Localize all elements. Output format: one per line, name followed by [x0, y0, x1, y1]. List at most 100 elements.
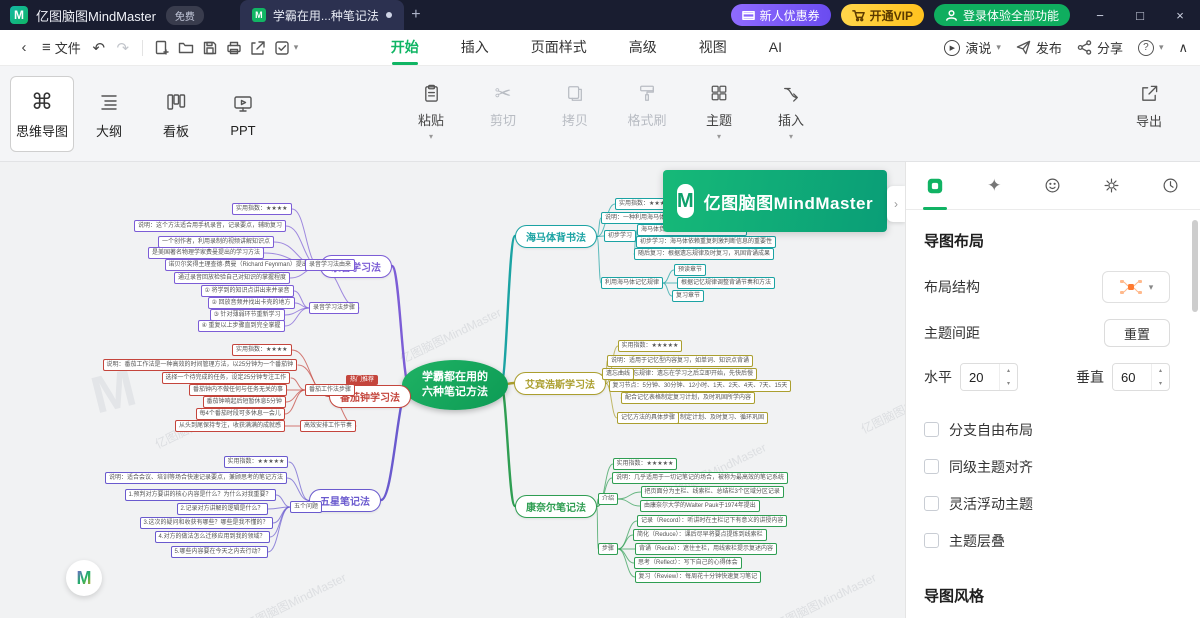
checkbox-icon: [924, 422, 939, 437]
tab-ai[interactable]: AI: [768, 38, 783, 55]
open-vip-button[interactable]: 开通VIP: [840, 4, 924, 26]
present-caret-icon: ▾: [996, 42, 1001, 52]
minimize-button[interactable]: −: [1096, 7, 1104, 23]
document-tab[interactable]: M 学霸在用...种笔记法: [239, 0, 404, 30]
back-button[interactable]: ‹: [21, 39, 27, 56]
theme-icon: [710, 80, 728, 106]
step-up-icon[interactable]: ▴: [1158, 368, 1162, 374]
step-down-icon[interactable]: ▾: [1006, 381, 1010, 387]
new-tab-button[interactable]: +: [411, 6, 421, 23]
copy-button[interactable]: 拷贝: [547, 80, 603, 161]
panel-tab-history[interactable]: [1141, 162, 1200, 210]
panel-collapse-button[interactable]: ›: [887, 186, 905, 222]
ticket-icon: [741, 10, 755, 20]
tab-start[interactable]: 开始: [370, 30, 440, 66]
ribbon: ⌘ 思维导图 大纲 看板 PPT 粘贴 ▾ ✂ 剪切: [0, 66, 1200, 162]
checkbox-icon: [924, 459, 939, 474]
print-button[interactable]: [222, 35, 246, 61]
horizontal-label: 水平: [924, 369, 952, 385]
login-button[interactable]: 登录体验全部功能: [933, 4, 1070, 26]
checkbox-branch-free-layout[interactable]: 分支自由布局: [924, 411, 1170, 448]
free-badge: 免费: [165, 5, 204, 25]
vip-label: 开通VIP: [869, 8, 913, 23]
more-tools-caret-icon[interactable]: ▾: [293, 42, 299, 52]
help-button[interactable]: ? ▾: [1137, 39, 1163, 56]
tab-view[interactable]: 视图: [698, 38, 727, 55]
checkbox-align-sibling-topics[interactable]: 同级主题对齐: [924, 448, 1170, 485]
tab-page-style[interactable]: 页面样式: [530, 38, 587, 55]
ribbon-tabs: 开始 插入 页面样式 高级 视图 AI: [370, 30, 803, 66]
format-painter-icon: [638, 80, 656, 106]
layout-structure-label: 布局结构: [924, 279, 980, 295]
panel-scrollbar[interactable]: [1192, 214, 1198, 614]
checkbox-icon: [924, 496, 939, 511]
step-down-icon[interactable]: ▾: [1158, 381, 1162, 387]
menubar: ‹ ≡ 文件 ↶ ↷ ▾ 开始 插入 页面样式 高级 视图 AI ▶ 演说 ▾ …: [0, 30, 1200, 66]
view-label: 大纲: [95, 123, 122, 139]
folder-icon: [178, 42, 193, 53]
save-button[interactable]: [198, 35, 222, 61]
new-document-button[interactable]: [150, 35, 174, 61]
view-ppt[interactable]: PPT: [211, 76, 275, 152]
horizontal-spacing-stepper[interactable]: ▴ ▾: [960, 363, 1018, 391]
export-label: 导出: [1135, 114, 1162, 129]
step-up-icon[interactable]: ▴: [1006, 368, 1010, 374]
paste-button[interactable]: 粘贴 ▾: [403, 80, 459, 161]
format-painter-button[interactable]: 格式刷: [619, 80, 675, 161]
view-kanban[interactable]: 看板: [144, 76, 208, 152]
horizontal-spacing-input[interactable]: [961, 364, 999, 390]
caret-down-icon: ▾: [1148, 281, 1154, 292]
app-corner-logo: M: [66, 560, 102, 596]
cart-icon: [851, 9, 865, 21]
view-label: PPT: [230, 122, 256, 138]
maximize-button[interactable]: □: [1136, 7, 1144, 23]
paste-icon: [422, 80, 441, 106]
insert-button[interactable]: 插入 ▾: [763, 80, 819, 161]
reset-button[interactable]: 重置: [1104, 319, 1170, 347]
new-doc-icon: [155, 40, 169, 55]
tool-label: 主题: [705, 113, 732, 128]
tab-insert[interactable]: 插入: [460, 38, 489, 55]
sparkle-icon: ✦: [987, 175, 1002, 195]
save-icon: [203, 41, 216, 54]
publish-button[interactable]: 发布: [1016, 38, 1062, 57]
undo-button[interactable]: ↶: [92, 39, 106, 57]
redo-button[interactable]: ↷: [116, 39, 130, 57]
export-button[interactable]: 导出: [1120, 66, 1178, 161]
view-mindmap[interactable]: ⌘ 思维导图: [10, 76, 74, 152]
present-button[interactable]: ▶ 演说 ▾: [944, 38, 1001, 57]
share-button[interactable]: 分享: [1077, 38, 1123, 57]
cut-button[interactable]: ✂ 剪切: [475, 80, 531, 161]
close-button[interactable]: ×: [1176, 7, 1184, 23]
export-share-button[interactable]: [246, 35, 270, 61]
panel-tab-ai[interactable]: ✦: [965, 162, 1024, 210]
panel-tab-style[interactable]: [906, 162, 965, 210]
checkbox-topic-overlap[interactable]: 主题层叠: [924, 522, 1170, 559]
view-label: 思维导图: [15, 123, 68, 139]
view-outline[interactable]: 大纲: [77, 76, 141, 152]
tab-advanced[interactable]: 高级: [628, 38, 657, 55]
open-file-button[interactable]: [174, 35, 198, 61]
scissors-icon: ✂: [494, 82, 512, 105]
theme-button[interactable]: 主题 ▾: [691, 80, 747, 161]
panel-tab-settings[interactable]: [1082, 162, 1141, 210]
tool-label: 格式刷: [627, 113, 667, 128]
scrollbar-thumb[interactable]: [1192, 220, 1198, 312]
panel-tab-sticker[interactable]: [1024, 162, 1083, 210]
layout-structure-dropdown[interactable]: ▾: [1102, 271, 1170, 303]
checkbox-label: 分支自由布局: [949, 421, 1033, 438]
vertical-spacing-stepper[interactable]: ▴ ▾: [1112, 363, 1170, 391]
play-icon: ▶: [944, 39, 961, 56]
checkbox-flexible-floating-topic[interactable]: 灵活浮动主题: [924, 485, 1170, 522]
file-menu[interactable]: ≡ 文件: [36, 35, 87, 61]
share-nodes-icon: [1077, 40, 1092, 55]
brand-logo-icon: M: [677, 184, 694, 218]
vertical-spacing-input[interactable]: [1113, 364, 1151, 390]
kanban-view-icon: [166, 89, 186, 115]
collapse-ribbon-button[interactable]: ∧: [1178, 39, 1188, 55]
panel-tab-strip: ✦: [906, 162, 1200, 210]
new-user-coupon-button[interactable]: 新人优惠券: [730, 4, 831, 26]
login-label: 登录体验全部功能: [962, 8, 1059, 23]
review-button[interactable]: [270, 35, 294, 61]
